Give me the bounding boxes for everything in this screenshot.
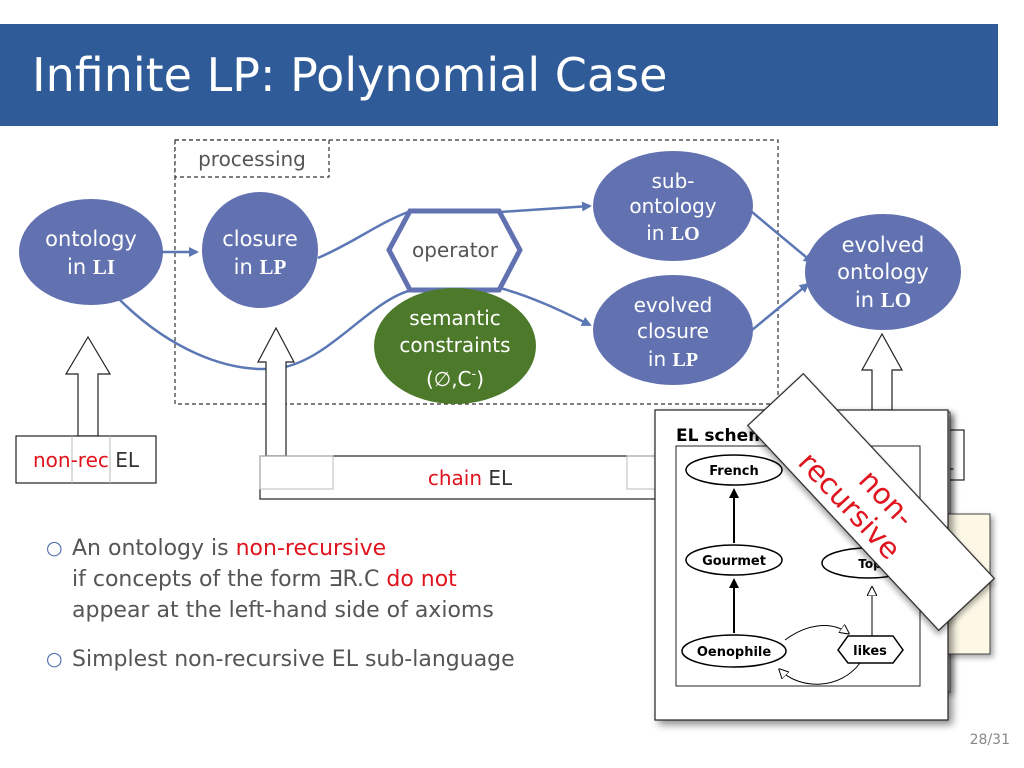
- ontology-li-line1: ontology: [45, 227, 137, 251]
- schema-node-gourmet: [685, 544, 783, 576]
- arrow-operator-to-evolved-closure: [499, 286, 592, 327]
- bullet-item-1: ○ An ontology is non-recursive if concep…: [46, 533, 646, 626]
- bullet-1-line2: if concepts of the form ∃R.C do not: [72, 567, 457, 592]
- bullet-1-line3: appear at the left-hand side of axioms: [72, 598, 494, 623]
- node-evolved-ontology: [805, 214, 961, 330]
- arrow-subontology-to-evolved: [751, 211, 814, 264]
- curve-closure-to-operator: [317, 210, 409, 260]
- evolved-closure-line2: closure: [637, 319, 709, 343]
- edge-oenophile-likes: [784, 626, 848, 641]
- evolved-ontology-line3: in LO: [855, 288, 911, 312]
- closure-lp-line2: in LP: [234, 255, 287, 279]
- up-arrow-right: [860, 332, 904, 411]
- arrow-operator-to-subontology: [499, 201, 592, 214]
- schema-node-french: [685, 454, 783, 486]
- bullet-circle-icon: ○: [46, 648, 63, 670]
- node-ontology-li: [19, 199, 163, 305]
- schema-label-likes: likes: [853, 644, 887, 659]
- operator-label: operator: [412, 238, 499, 262]
- chain-el-box: [259, 455, 681, 500]
- closure-lp-line1: closure: [222, 227, 298, 251]
- semantic-line2: constraints: [399, 333, 510, 357]
- bullet-1-line1: An ontology is non-recursive: [72, 536, 387, 561]
- processing-label-box: [174, 139, 330, 178]
- semantic-line3: (∅,C-): [426, 367, 484, 391]
- schema-label-gourmet: Gourmet: [702, 554, 766, 569]
- schema-node-likes: [837, 635, 904, 664]
- banner-box: [746, 372, 996, 632]
- bullet-item-2: ○ Simplest non-recursive EL sub-language: [46, 644, 646, 675]
- non-rec-el-label: non-rec EL: [33, 448, 140, 472]
- evolved-ontology-line1: evolved: [842, 233, 925, 257]
- chain-el-label: chain EL: [428, 466, 513, 490]
- slide-title: Infinite LP: Polynomial Case: [32, 48, 668, 102]
- evolved-closure-line3: in LP: [648, 347, 698, 371]
- evolved-ontology-line2: ontology: [837, 260, 929, 284]
- sub-ontology-line2: ontology: [629, 194, 716, 218]
- bullet-circle-icon: ○: [46, 537, 63, 559]
- schema-node-oenophile: [681, 634, 787, 668]
- sub-ontology-line1: sub-: [651, 169, 694, 193]
- processing-box: [174, 139, 779, 405]
- semantic-line1: semantic: [409, 306, 501, 330]
- evolved-closure-line1: evolved: [634, 293, 713, 317]
- bullet-list: ○ An ontology is non-recursive if concep…: [46, 533, 646, 675]
- ontology-li-line2: in LI: [67, 255, 115, 279]
- operator-hexagon: [386, 208, 523, 293]
- edge-likes-oenophile: [780, 662, 861, 685]
- page-number: 28/31: [969, 732, 1010, 748]
- bullet-2-text: Simplest non-recursive EL sub-language: [72, 647, 515, 672]
- node-semantic-constraints: [374, 288, 536, 404]
- schema-label-french: French: [709, 464, 759, 479]
- el-schema-title: EL schem: [676, 426, 766, 446]
- up-arrow-chain: [257, 326, 295, 457]
- chain-el-inner-cell-left: [259, 455, 334, 490]
- schema-label-oenophile: Oenophile: [697, 645, 772, 660]
- sub-ontology-line3: in LO: [646, 221, 700, 245]
- up-arrow-left: [64, 335, 112, 437]
- title-bar: [0, 24, 998, 126]
- processing-label: processing: [198, 147, 306, 171]
- node-closure-lp: [202, 192, 318, 308]
- node-evolved-closure: [593, 275, 753, 385]
- node-sub-ontology: [593, 151, 753, 261]
- non-rec-el-box: [15, 435, 157, 484]
- arrow-evolved-closure-to-evolved: [751, 282, 810, 331]
